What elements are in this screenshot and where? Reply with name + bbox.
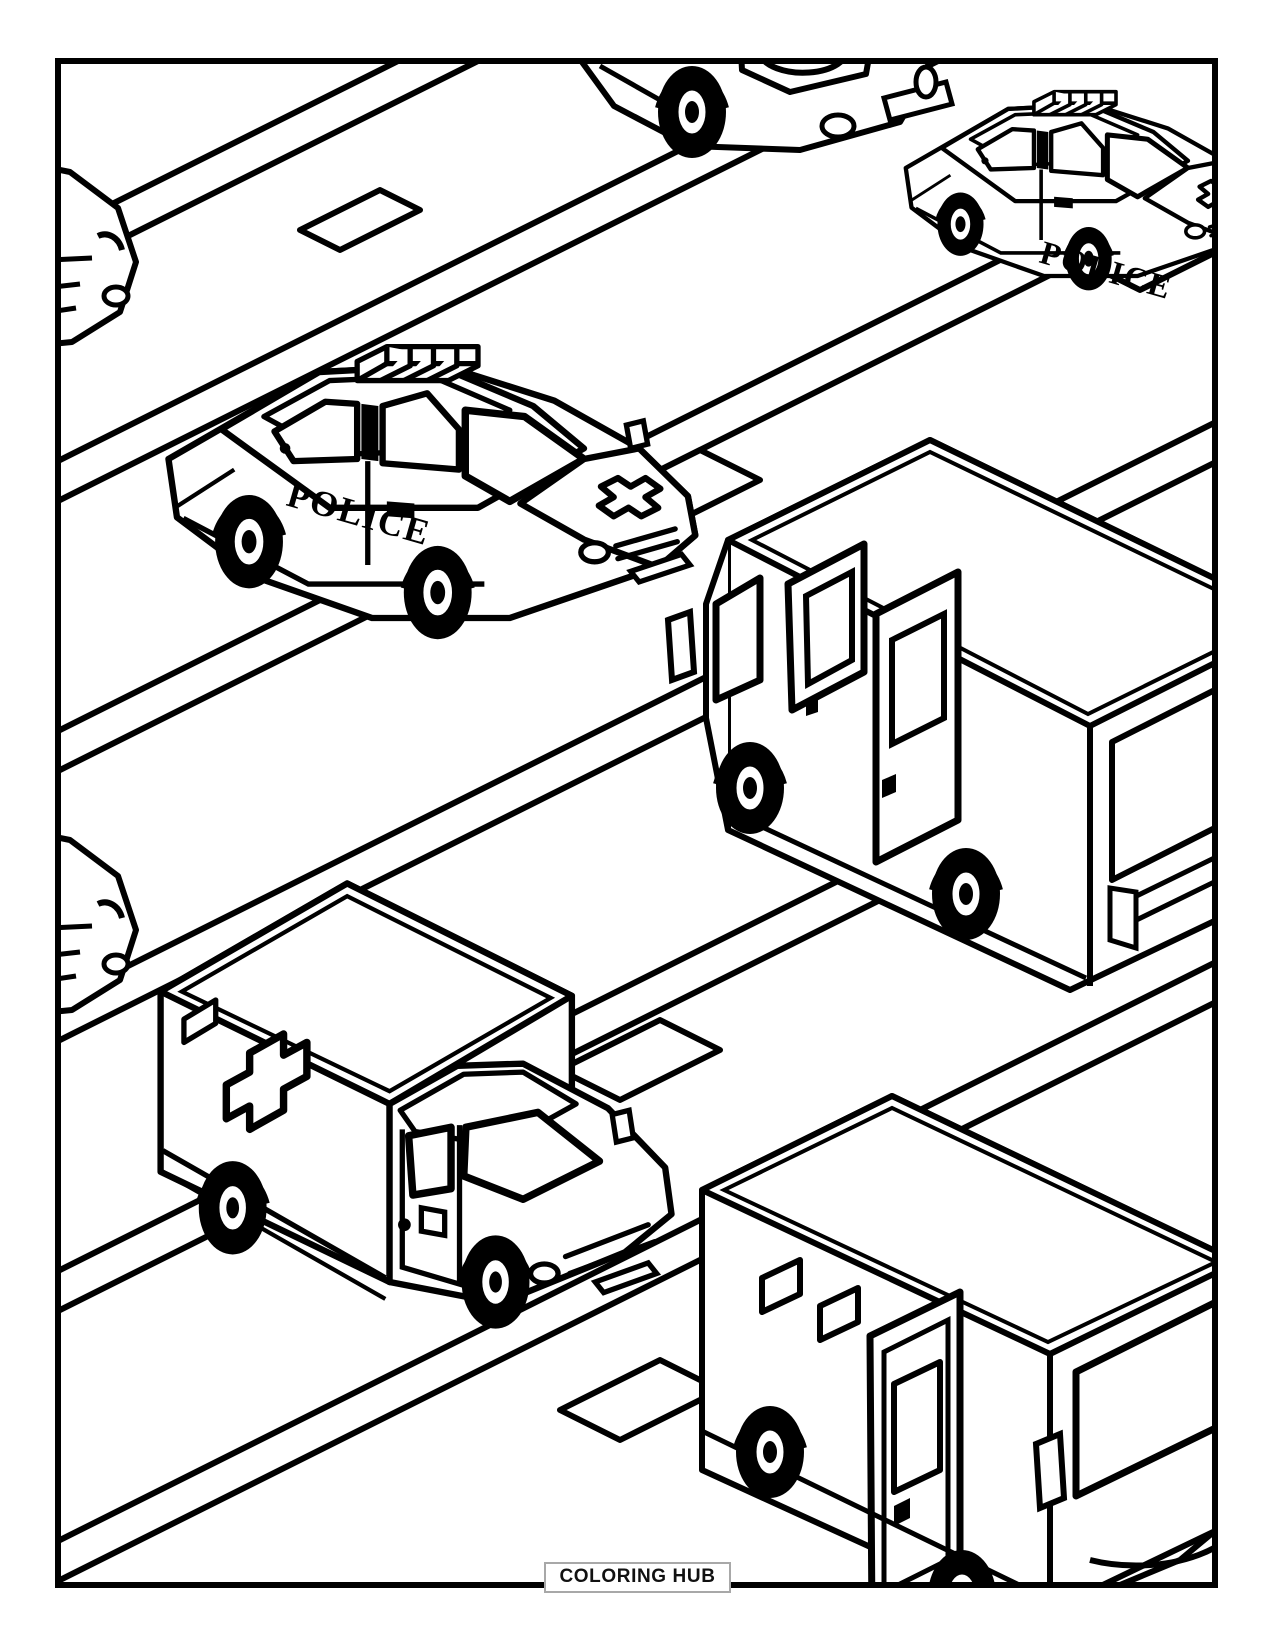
vehicle-ambulance-bottom-right (699, 1093, 1215, 1585)
vehicle-car-front-left-upper (58, 166, 139, 347)
vehicle-car-front-left-lower (58, 834, 139, 1015)
vehicle-ambulance-main (161, 883, 672, 1328)
vehicle-sedan-top-center (577, 61, 956, 158)
vehicle-ambulance-van-right (664, 437, 1215, 993)
vehicle-police-car-main (168, 347, 695, 640)
